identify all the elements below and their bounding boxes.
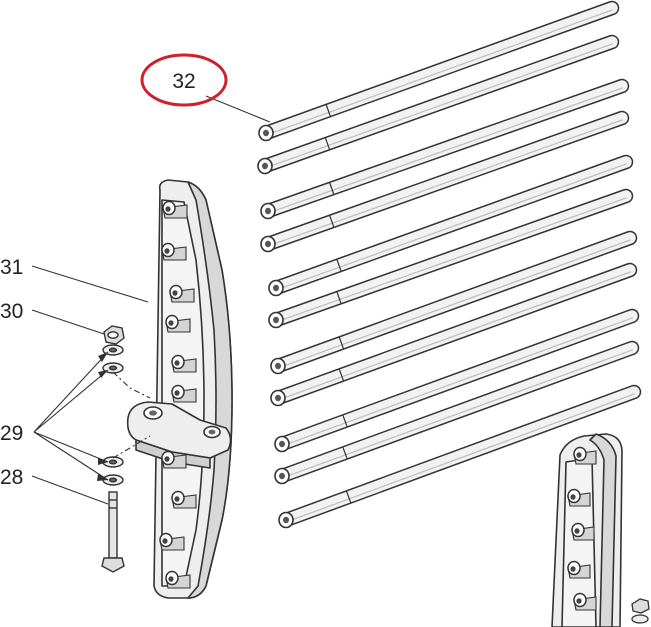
hinge-boss-holes [143,406,221,439]
bracket-hole [573,592,597,611]
bracket-hole [165,570,191,589]
rod [257,34,620,175]
small-hardware-right [631,598,650,624]
bracket-hole [171,354,197,373]
bracket-hole [165,314,191,333]
rod [270,230,638,375]
callout-29: 29 [0,422,23,445]
callout-31: 31 [0,256,23,279]
callout-28: 28 [0,466,23,489]
bracket-holes [159,200,197,589]
rods-group [257,0,642,529]
bracket-hole [571,522,595,541]
bracket-hole [169,284,195,303]
bracket-hole [567,488,591,507]
rod [270,262,638,407]
nut [103,325,125,345]
bracket-hole [171,490,197,509]
bracket-hole [162,200,188,219]
bracket-hole [159,532,185,551]
rod [260,110,630,253]
rod [258,0,620,142]
leader-arrowheads [97,352,108,481]
assembly-axis-lines [112,371,151,459]
bracket-hole [573,446,597,465]
rod [274,340,640,485]
rod [278,384,642,529]
second-bracket-holes [567,446,597,611]
washer-lower-1 [102,456,124,468]
bracket-hole [161,450,187,469]
bracket-hole [161,242,187,261]
rod [268,188,634,329]
rod [274,308,640,453]
rod [268,154,634,297]
bracket-hole [567,560,591,579]
leader-lines [31,95,271,505]
washer-lower-2 [102,474,124,486]
bolt [101,491,125,573]
bracket-hole [171,384,197,403]
callout-32: 32 [172,70,195,93]
highlight-circle [140,53,228,107]
rod [260,78,630,220]
callout-30: 30 [0,300,23,323]
